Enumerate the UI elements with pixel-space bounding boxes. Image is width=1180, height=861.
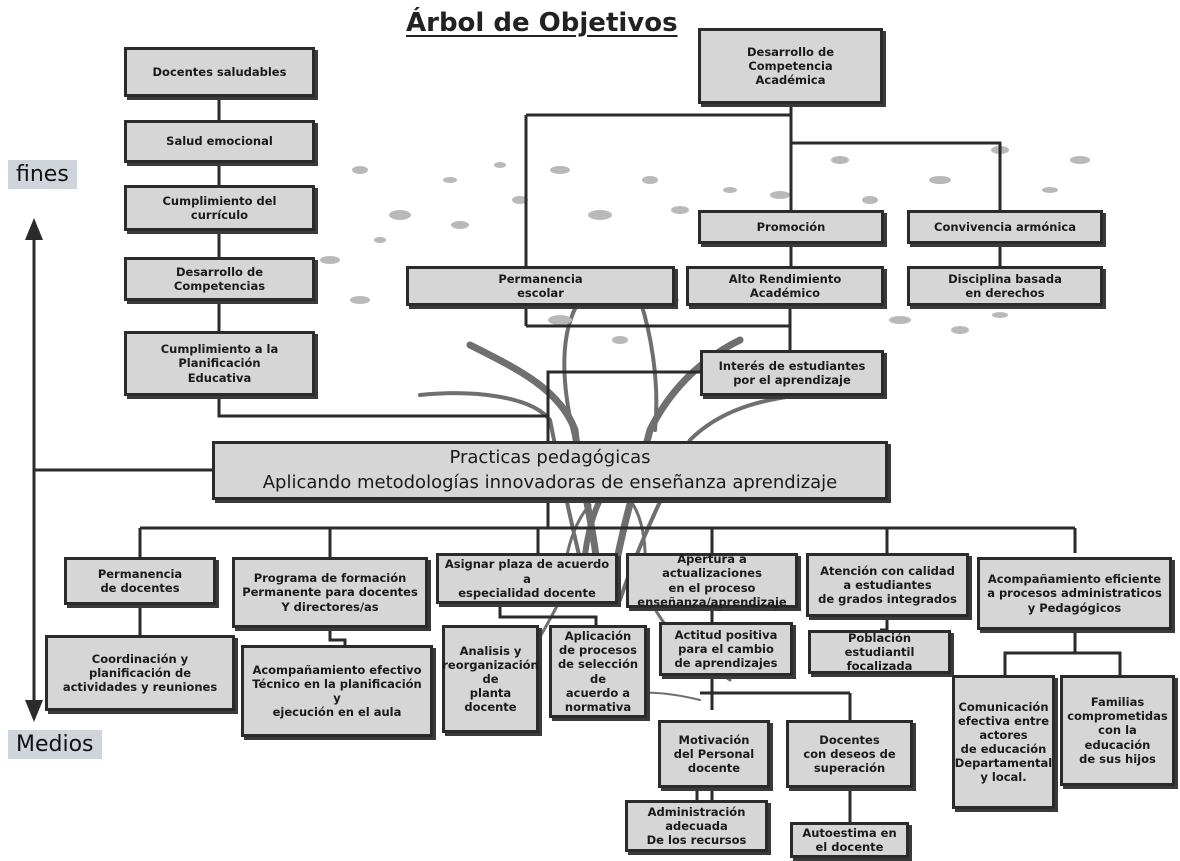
means-programa-formacion-box: Programa de formación Permanente para do… <box>232 557 428 628</box>
diagram-title: Árbol de Objetivos <box>406 8 678 38</box>
end-cumplimiento-curriculo-box: Cumplimiento del currículo <box>124 185 315 231</box>
means-acompanamiento-efectivo-box: Acompañamiento efectivo Técnico en la pl… <box>241 645 433 737</box>
end-convivencia-box: Convivencia armónica <box>907 210 1103 244</box>
end-salud-emocional-box: Salud emocional <box>124 120 315 163</box>
central-objective-box: Practicas pedagógicas Aplicando metodolo… <box>212 441 888 500</box>
means-apertura-box: Apertura a actualizaciones en el proceso… <box>626 552 798 609</box>
end-docentes-saludables-box: Docentes saludables <box>124 47 315 97</box>
end-cumplimiento-planificacion-box: Cumplimiento a la Planificación Educativ… <box>124 331 315 396</box>
end-permanencia-escolar-box: Permanencia escolar <box>406 266 675 306</box>
end-interes-box: Interés de estudiantes por el aprendizaj… <box>700 350 884 396</box>
means-permanencia-docentes-box: Permanencia de docentes <box>64 557 216 605</box>
end-alto-rendimiento-box: Alto Rendimiento Académico <box>686 266 884 306</box>
means-motivacion-box: Motivación del Personal docente <box>658 720 770 788</box>
means-analisis-box: Analisis y reorganización de planta doce… <box>442 625 539 733</box>
connector-lines <box>138 97 1122 822</box>
end-desarrollo-competencias-box: Desarrollo de Competencias <box>124 257 315 301</box>
foliage-leaves <box>291 146 1090 344</box>
means-label: Medios <box>8 730 102 759</box>
means-docentes-deseos-box: Docentes con deseos de superación <box>786 720 913 788</box>
main-end-box: Desarrollo de Competencia Académica <box>698 28 883 104</box>
means-familias-box: Familias comprometidas con la educación … <box>1060 675 1175 786</box>
means-atencion-box: Atención con calidad a estudiantes de gr… <box>806 553 969 617</box>
end-disciplina-box: Disciplina basada en derechos <box>907 266 1103 306</box>
means-ends-axis <box>25 218 212 722</box>
means-actitud-box: Actitud positiva para el cambio de apren… <box>659 622 793 676</box>
means-aplicacion-box: Aplicación de procesos de selección de a… <box>549 625 647 718</box>
means-acompanamiento-eficiente-box: Acompañamiento eficiente a procesos admi… <box>977 557 1172 630</box>
ends-label: fines <box>8 160 77 189</box>
end-promocion-box: Promoción <box>698 210 884 244</box>
means-coordinacion-box: Coordinación y planificación de activida… <box>45 635 235 711</box>
means-comunicacion-box: Comunicación efectiva entre actores de e… <box>952 675 1055 809</box>
means-autoestima-box: Autoestima en el docente <box>790 822 909 858</box>
means-administracion-box: Administración adecuada De los recursos <box>625 800 768 852</box>
means-asignar-plaza-box: Asignar plaza de acuerdo a especialidad … <box>436 553 618 604</box>
means-poblacion-box: Población estudiantil focalizada <box>808 630 951 674</box>
